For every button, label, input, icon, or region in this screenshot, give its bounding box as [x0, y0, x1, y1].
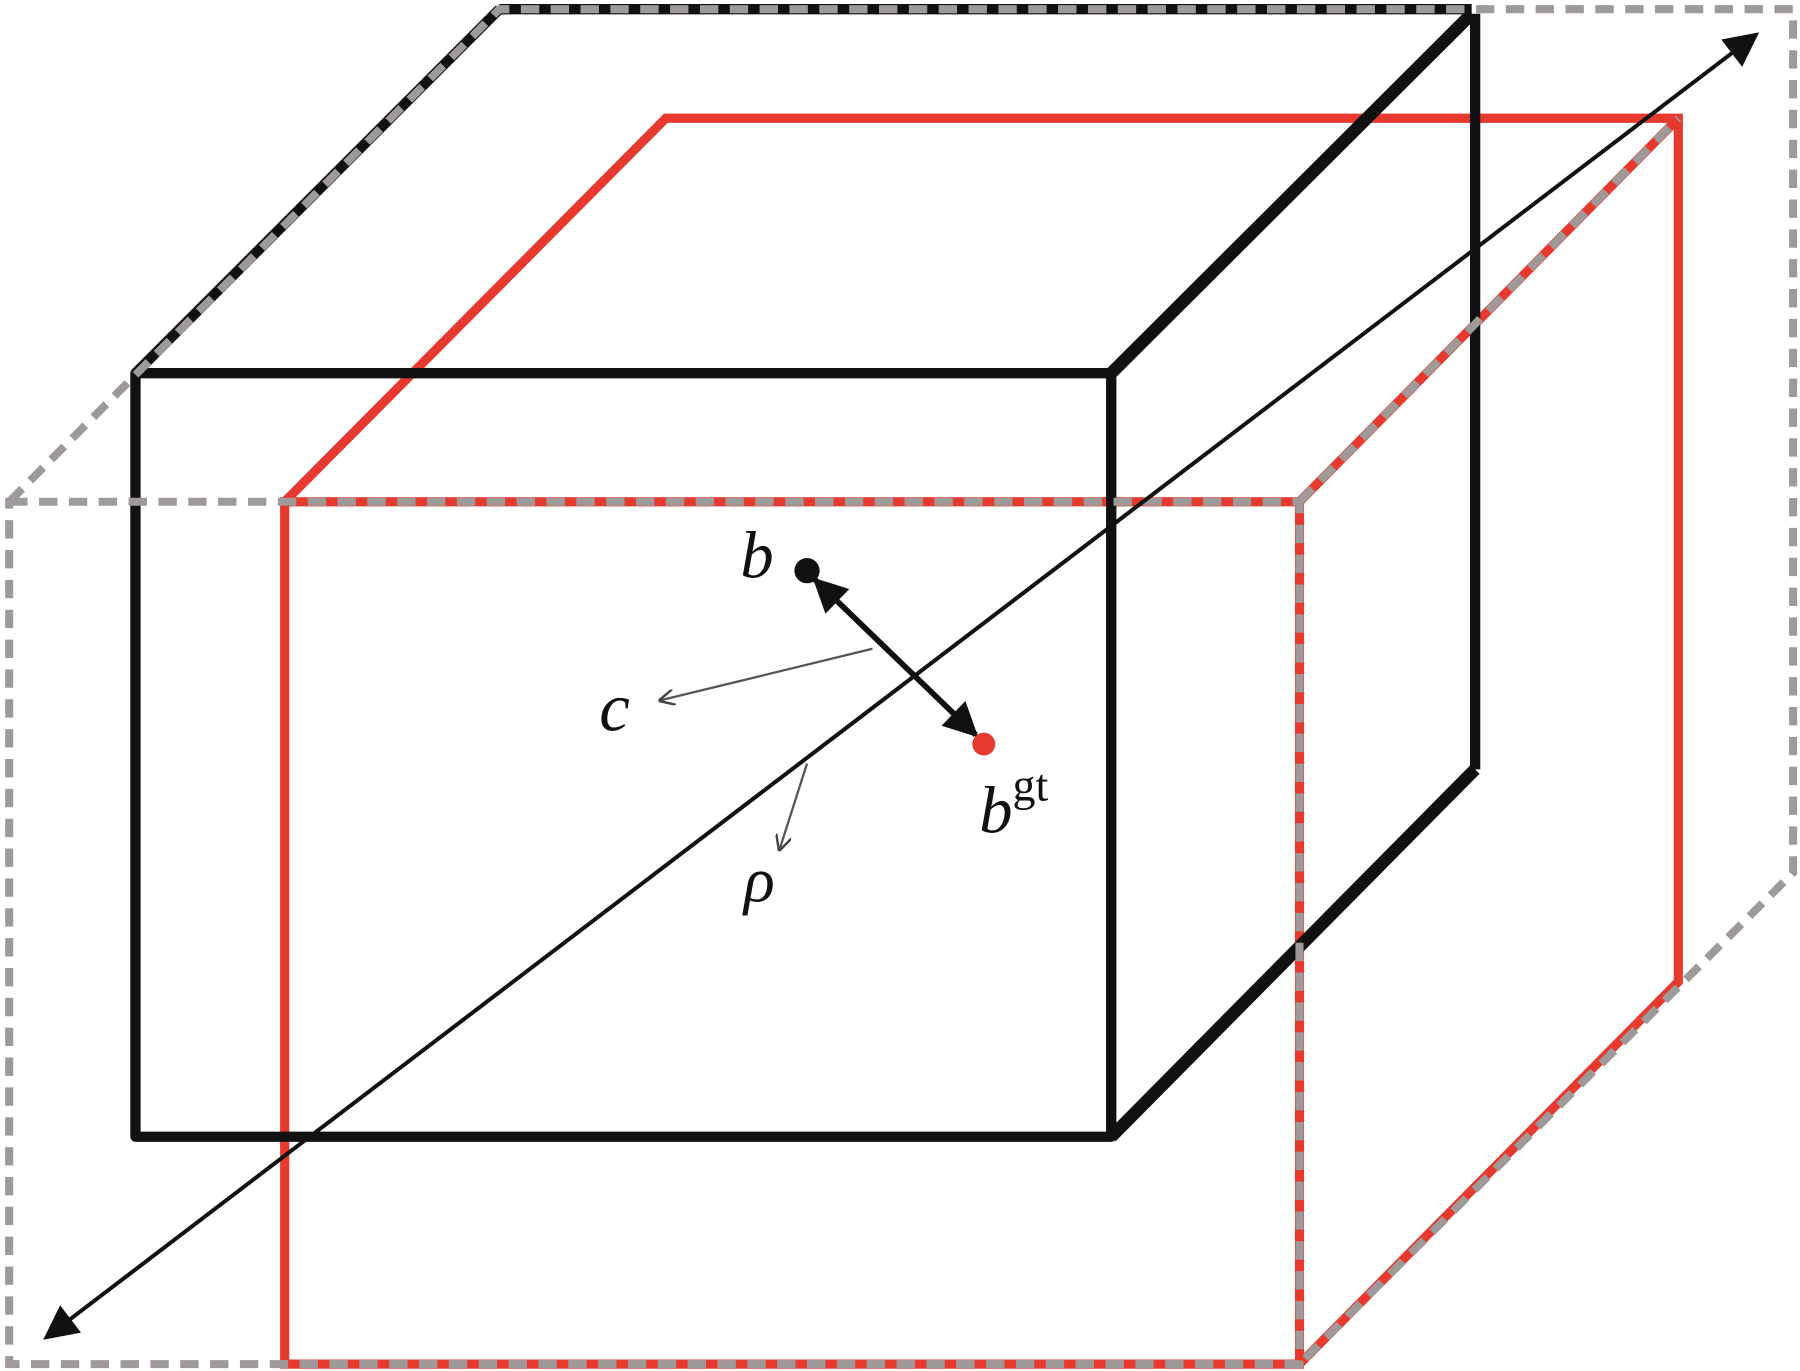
label-c: c: [599, 669, 630, 745]
label-b-gt: bgt: [979, 759, 1048, 847]
label-b: b: [740, 520, 773, 593]
gt-center-point: [972, 732, 996, 756]
enclosing-diagonal-arrow: [43, 32, 1760, 1340]
label-b-gt-base: b: [979, 774, 1012, 847]
label-rho: ρ: [742, 844, 775, 915]
rho-pointer-arrow: [779, 763, 809, 850]
center-distance-arrow: [812, 577, 979, 738]
label-b-gt-sup: gt: [1013, 759, 1049, 810]
c-pointer-arrow: [660, 647, 873, 701]
predicted-center-point: [794, 558, 820, 584]
